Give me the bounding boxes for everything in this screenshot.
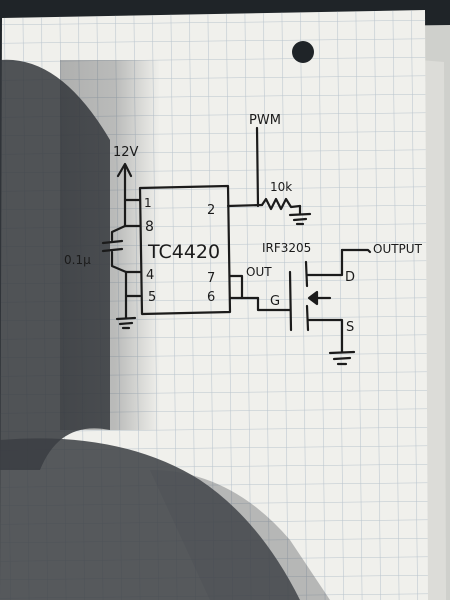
label-12v: 12V — [113, 145, 139, 160]
label-gate: G — [270, 294, 280, 309]
resistor-10k — [260, 197, 302, 211]
mosfet-channel-lower — [305, 304, 310, 332]
chip-name: TC4420 — [147, 241, 220, 263]
shadow-bottom — [0, 438, 300, 600]
mosfet-source-stub — [306, 318, 344, 354]
punch-hole — [292, 41, 314, 63]
label-drain: D — [345, 270, 355, 285]
label-irf3205: IRF3205 — [262, 241, 311, 255]
label-source: S — [346, 320, 354, 335]
capacitor-wire-top — [110, 224, 127, 242]
label-capacitor: 0.1µ — [64, 253, 91, 267]
pin7-wire — [228, 274, 244, 300]
pwm-wire — [255, 126, 260, 208]
shadow-left-fade — [60, 60, 160, 430]
pin2-wire — [226, 203, 264, 208]
chip-body — [138, 184, 232, 316]
capacitor-plate-top — [101, 239, 124, 245]
pin-5: 5 — [148, 290, 156, 305]
mosfet-drain-stub — [305, 248, 344, 277]
labels: 12V PWM 10k 0.1µ TC4420 IRF3205 OUTPUT O… — [64, 113, 423, 335]
gate-wire — [256, 296, 292, 312]
pin-1: 1 — [144, 196, 152, 210]
label-pwm: PWM — [249, 113, 281, 128]
circuit-drawing — [101, 126, 372, 366]
mosfet-arrow — [307, 290, 319, 306]
resistor-ground-symbol — [288, 212, 312, 226]
pin-8: 8 — [145, 219, 154, 235]
pin-2: 2 — [207, 203, 215, 218]
mosfet-ground-symbol — [328, 350, 356, 366]
label-output: OUTPUT — [373, 242, 423, 256]
pin-7: 7 — [207, 271, 215, 286]
label-10k: 10k — [270, 180, 292, 194]
pin-4: 4 — [146, 268, 154, 283]
mosfet-channel-upper — [304, 260, 309, 288]
capacitor-wire-bottom — [110, 250, 128, 274]
chip-ground-symbol — [115, 316, 137, 330]
label-out: OUT — [246, 265, 272, 279]
capacitor-plate-bottom — [101, 247, 124, 253]
supply-arrow — [116, 162, 133, 178]
gate-plate — [288, 270, 293, 332]
output-wire — [340, 248, 372, 254]
pin-6: 6 — [207, 290, 215, 305]
shadow-bottom-soft — [150, 470, 330, 600]
